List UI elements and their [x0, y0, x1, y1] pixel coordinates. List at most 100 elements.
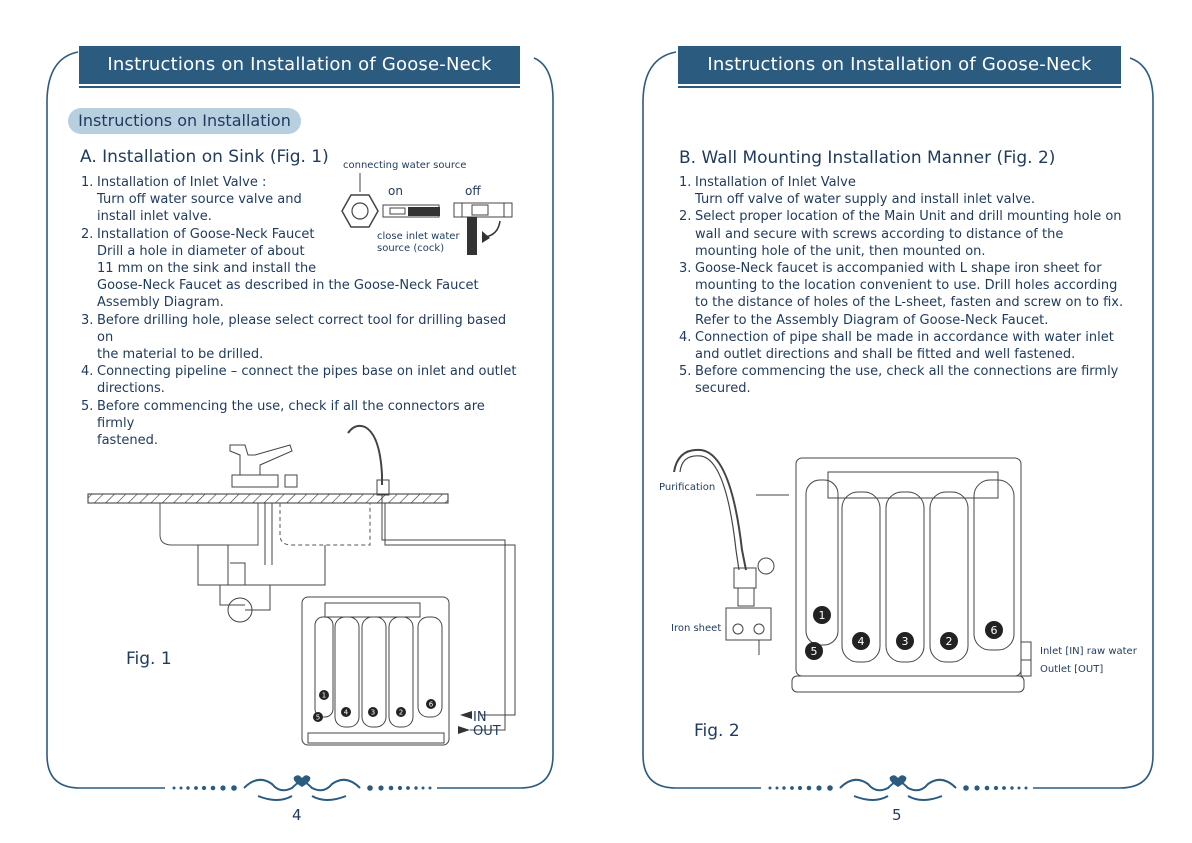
filter-badge-circle: [896, 632, 914, 650]
valve-off-body: [453, 202, 513, 218]
label-iron-sheet: Iron sheet: [671, 623, 721, 634]
filter-badge-number: 1: [322, 692, 326, 700]
fig1-filter-badges: 1 5 4 3 2 6: [313, 690, 436, 722]
step-line: Goose-Neck faucet is accompanied with L …: [695, 261, 1102, 277]
step-number: 4.: [679, 329, 692, 345]
filter-badge-number: 5: [811, 645, 818, 658]
label-out: OUT: [473, 724, 501, 739]
sink-installation-diagram: 1 5 4 3 2 6 IN OUT: [87, 424, 516, 746]
step-number: 3.: [679, 261, 692, 277]
fig2-label: Fig. 2: [694, 721, 740, 741]
right-banner-title: Instructions on Installation of Goose-Ne…: [678, 46, 1121, 113]
filter-badge-circle: [396, 707, 406, 717]
step-item: 4.Connecting pipeline – connect the pipe…: [81, 363, 521, 397]
left-page: Instructions on Installation of Goose-Ne…: [46, 46, 554, 824]
valve-label-on: on: [388, 184, 403, 198]
step-line: Before commencing the use, check if all …: [97, 398, 485, 431]
valve-label-source: connecting water source: [343, 160, 466, 171]
installation-pill: Instructions on Installation: [68, 108, 301, 134]
filter-badge-number: 1: [819, 609, 826, 622]
countertop: [87, 493, 449, 504]
filter-badge-circle: [368, 707, 378, 717]
step-line: mounting hole of the unit, then mounted …: [695, 243, 986, 259]
left-ornament: [172, 775, 432, 801]
valve-label-off: off: [465, 184, 481, 198]
filter-badge-circle: [813, 606, 831, 624]
filter-unit-fig2: [791, 457, 1032, 693]
step-line: the material to be drilled.: [97, 347, 264, 363]
filter-badge-number: 3: [371, 709, 375, 717]
step-number: 1.: [679, 175, 692, 190]
wall-installation-diagram: Purification Iron sheet 1 5 4 3 2 6 Inlet [IN…: [659, 448, 1138, 693]
right-section-title: B. Wall Mounting Installation Manner (Fi…: [679, 148, 1056, 168]
right-banner-underline: [678, 86, 1121, 88]
step-item: 2.Select proper location of the Main Uni…: [679, 208, 1129, 260]
step-line: Installation of Inlet Valve :: [97, 175, 267, 190]
filter-badge-number: 2: [946, 635, 953, 648]
filter-badge-number: 3: [902, 635, 909, 648]
left-page-number: 4: [292, 806, 302, 824]
step-number: 5.: [679, 364, 692, 380]
step-line: Connecting pipeline – connect the pipes …: [97, 364, 517, 380]
filter-badge-circle: [805, 642, 823, 660]
step-number: 2.: [81, 226, 94, 242]
valve-label-close-1: close inlet water: [377, 231, 460, 242]
step-item: 3.Goose-Neck faucet is accompanied with …: [679, 260, 1129, 329]
goose-neck-faucet-fig2: [673, 448, 747, 571]
step-line: Before commencing the use, check all the…: [695, 364, 1119, 380]
step-item: 5.Before commencing the use, check if al…: [81, 398, 521, 450]
left-banner-title: Instructions on Installation of Goose-Ne…: [79, 46, 520, 113]
filter-badge-circle: [426, 699, 436, 709]
step-line: and outlet directions and shall be fitte…: [695, 347, 1076, 363]
filter-badge-number: 6: [991, 624, 998, 637]
valve-handle: [467, 217, 477, 255]
step-item: 1.Installation of Inlet Valve : Turn off …: [81, 174, 521, 226]
fig1-label: Fig. 1: [126, 649, 172, 669]
filter-badge-circle: [313, 712, 323, 722]
step-line: Goose-Neck Faucet as described in the Go…: [97, 278, 479, 294]
goose-neck-faucet: [347, 424, 383, 485]
step-item: 4.Connection of pipe shall be made in ac…: [679, 329, 1129, 363]
step-line: install inlet valve.: [97, 209, 212, 225]
step-line: mounting to the location convenient to u…: [695, 278, 1118, 294]
step-line: 11 mm on the sink and install the: [97, 261, 317, 277]
step-line: Refer to the Assembly Diagram of Goose-N…: [695, 312, 1049, 328]
step-line: secured.: [695, 381, 751, 397]
step-line: fastened.: [97, 433, 159, 449]
right-ornament: [768, 775, 1028, 801]
filter-badge-circle: [319, 690, 329, 700]
fig2-filter-badges: 1 5 4 3 2 6: [805, 606, 1003, 660]
filter-badge-number: 4: [344, 709, 349, 717]
step-line: wall and secure with screws according to…: [695, 226, 1064, 242]
valve-label-close-2: source (cock): [377, 243, 444, 254]
filter-badge-circle: [985, 621, 1003, 639]
inlet-valve-diagram: connecting water source on off close inl…: [341, 160, 513, 255]
left-steps-list: 1.Installation of Inlet Valve : Turn off …: [81, 174, 521, 449]
step-line: Select proper location of the Main Unit …: [695, 209, 1122, 225]
label-in: IN: [473, 710, 487, 725]
step-line: Turn off valve of water supply and insta…: [695, 192, 1036, 208]
filter-badge-number: 2: [399, 709, 403, 717]
label-purification: Purification: [659, 482, 715, 493]
filter-badge-circle: [940, 632, 958, 650]
filter-badge-number: 5: [316, 714, 320, 722]
right-page-frame: [642, 51, 1154, 789]
step-line: Installation of Inlet Valve: [695, 175, 856, 190]
filter-badge-number: 6: [429, 701, 434, 709]
step-line: Assembly Diagram.: [97, 295, 224, 311]
left-banner-underline: [79, 86, 520, 88]
label-inlet: Inlet [IN] raw water: [1040, 646, 1138, 657]
iron-sheet: [725, 607, 772, 641]
step-number: 5.: [81, 398, 94, 414]
step-item: 5.Before commencing the use, check all t…: [679, 363, 1129, 397]
step-number: 3.: [81, 312, 94, 328]
step-line: Installation of Goose-Neck Faucet: [97, 226, 315, 242]
left-section-title: A. Installation on Sink (Fig. 1): [80, 147, 329, 167]
filter-badge-number: 4: [858, 635, 865, 648]
step-line: Turn off water source valve and: [97, 192, 302, 208]
step-line: Connection of pipe shall be made in acco…: [695, 329, 1114, 345]
step-number: 1.: [81, 175, 94, 190]
